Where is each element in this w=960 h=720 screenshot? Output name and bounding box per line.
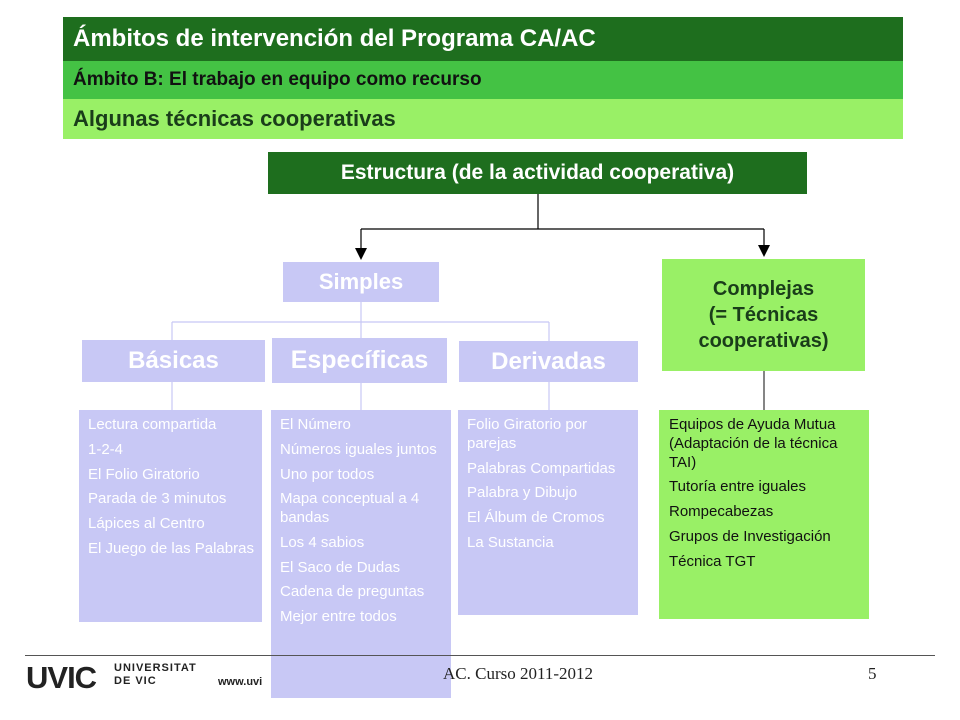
list-item: Los 4 sabios — [280, 533, 365, 551]
list-item: Grupos de Investigación — [669, 527, 831, 545]
derivadas-node: Derivadas — [459, 341, 638, 382]
logo-text-line: DE VIC — [114, 675, 157, 688]
uvic-logo: UVIC — [26, 660, 97, 695]
list-item: Lápices al Centro — [88, 515, 205, 532]
complejas-line-3: cooperativas) — [698, 330, 829, 352]
list-item: Técnica TGT — [669, 552, 756, 570]
complejas-node: Complejas (= Técnicas cooperativas) — [662, 259, 865, 371]
simples-node: Simples — [283, 262, 439, 302]
slide-title: Ámbitos de intervención del Programa CA/… — [63, 17, 903, 61]
especificas-node: Específicas — [272, 338, 447, 383]
list-item: Mejor entre todos — [280, 608, 397, 625]
list-item: Palabra y Dibujo — [467, 484, 578, 502]
list-item: El Álbum de Cromos — [467, 509, 605, 526]
list-item: Parada de 3 minutos — [88, 490, 227, 508]
list-item: El Juego de las Palabras — [88, 539, 254, 557]
list-item: Tutoría entre iguales — [669, 478, 807, 496]
complejas-list: Equipos de Ayuda Mutua (Adaptación de la… — [659, 410, 869, 619]
derivadas-list: Folio Giratorio por parejas Palabras Com… — [458, 410, 638, 615]
list-item: El Saco de Dudas — [280, 558, 401, 576]
list-item: Rompecabezas — [669, 503, 774, 520]
list-item: Mapa conceptual a 4 bandas — [280, 490, 420, 526]
basicas-list: Lectura compartida 1-2-4 El Folio Girato… — [79, 410, 262, 622]
list-item: Lectura compartida — [88, 416, 217, 433]
section-title: Algunas técnicas cooperativas — [63, 99, 903, 139]
list-item: El Folio Giratorio — [88, 465, 200, 483]
footer-divider — [25, 655, 935, 656]
website-link[interactable]: www.uvi — [218, 676, 263, 688]
complejas-line-1: Complejas — [712, 278, 815, 300]
list-item: Uno por todos — [280, 465, 375, 483]
list-item: Palabras Compartidas — [467, 459, 616, 477]
list-item: Números iguales juntos — [280, 440, 437, 458]
especificas-list: El Número Números iguales juntos Uno por… — [271, 410, 451, 698]
list-item: Equipos de Ayuda Mutua (Adaptación de la… — [669, 416, 838, 471]
list-item: La Sustancia — [467, 533, 554, 551]
list-item: 1-2-4 — [88, 440, 124, 458]
root-node: Estructura (de la actividad cooperativa) — [268, 152, 807, 194]
footer-course: AC. Curso 2011-2012 — [443, 664, 594, 683]
uvic-logo-text: UNIVERSITAT DE VIC — [114, 662, 197, 688]
logo-text-line: UNIVERSITAT — [114, 662, 197, 674]
list-item: El Número — [280, 416, 351, 433]
list-item: Cadena de preguntas — [280, 583, 425, 601]
basicas-node: Básicas — [82, 340, 265, 382]
complejas-line-2: (= Técnicas — [708, 304, 819, 326]
slide-subtitle: Ámbito B: El trabajo en equipo como recu… — [63, 61, 903, 99]
page-number: 5 — [868, 664, 877, 683]
list-item: Folio Giratorio por parejas — [467, 416, 588, 452]
